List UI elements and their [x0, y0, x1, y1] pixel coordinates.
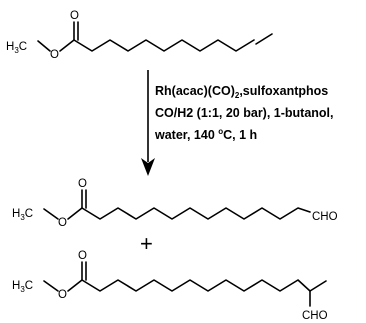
conditions-line-1: Rh(acac)(CO)2,sulfoxantphos	[155, 84, 328, 100]
linear-aldehyde-label: CHO	[312, 211, 338, 223]
plus-sign: +	[140, 231, 153, 256]
reaction-arrow	[141, 70, 155, 176]
branched-methyl-branch	[309, 280, 327, 292]
branched-methyl-o-bond	[43, 280, 59, 292]
linear-o-c-bond	[67, 207, 83, 220]
branched-methyl-label: H3C	[12, 280, 33, 294]
reactant-structure: H3C O O	[6, 10, 273, 61]
linear-product-structure: H3C O O CHO	[12, 178, 338, 229]
reactant-chain	[73, 39, 255, 52]
reactant-o-c-bond	[59, 39, 75, 52]
reactant-ester-o: O	[50, 49, 59, 61]
linear-chain	[81, 207, 311, 220]
reactant-methyl-o-bond	[37, 40, 51, 52]
branched-ester-o: O	[58, 289, 67, 301]
branched-o-c-bond	[67, 279, 83, 292]
linear-carbonyl-o: O	[78, 178, 87, 190]
reactant-methyl-label: H3C	[6, 41, 27, 55]
linear-methyl-o-bond	[43, 208, 59, 220]
branched-carbonyl-o: O	[78, 250, 87, 262]
branched-aldehyde-label: CHO	[302, 310, 328, 322]
linear-ester-o: O	[58, 217, 67, 229]
branched-chain	[81, 279, 311, 292]
linear-methyl-label: H3C	[12, 208, 33, 222]
branched-product-structure: H3C O O CHO	[12, 250, 328, 322]
conditions-line-3: water, 140 oC, 1 h	[154, 127, 257, 142]
reactant-carbonyl-o: O	[70, 10, 79, 22]
reactant-vinyl-double	[255, 33, 273, 45]
conditions-line-2: CO/H2 (1:1, 20 bar), 1-butanol,	[155, 106, 334, 120]
reaction-conditions: Rh(acac)(CO)2,sulfoxantphos CO/H2 (1:1, …	[154, 84, 334, 142]
